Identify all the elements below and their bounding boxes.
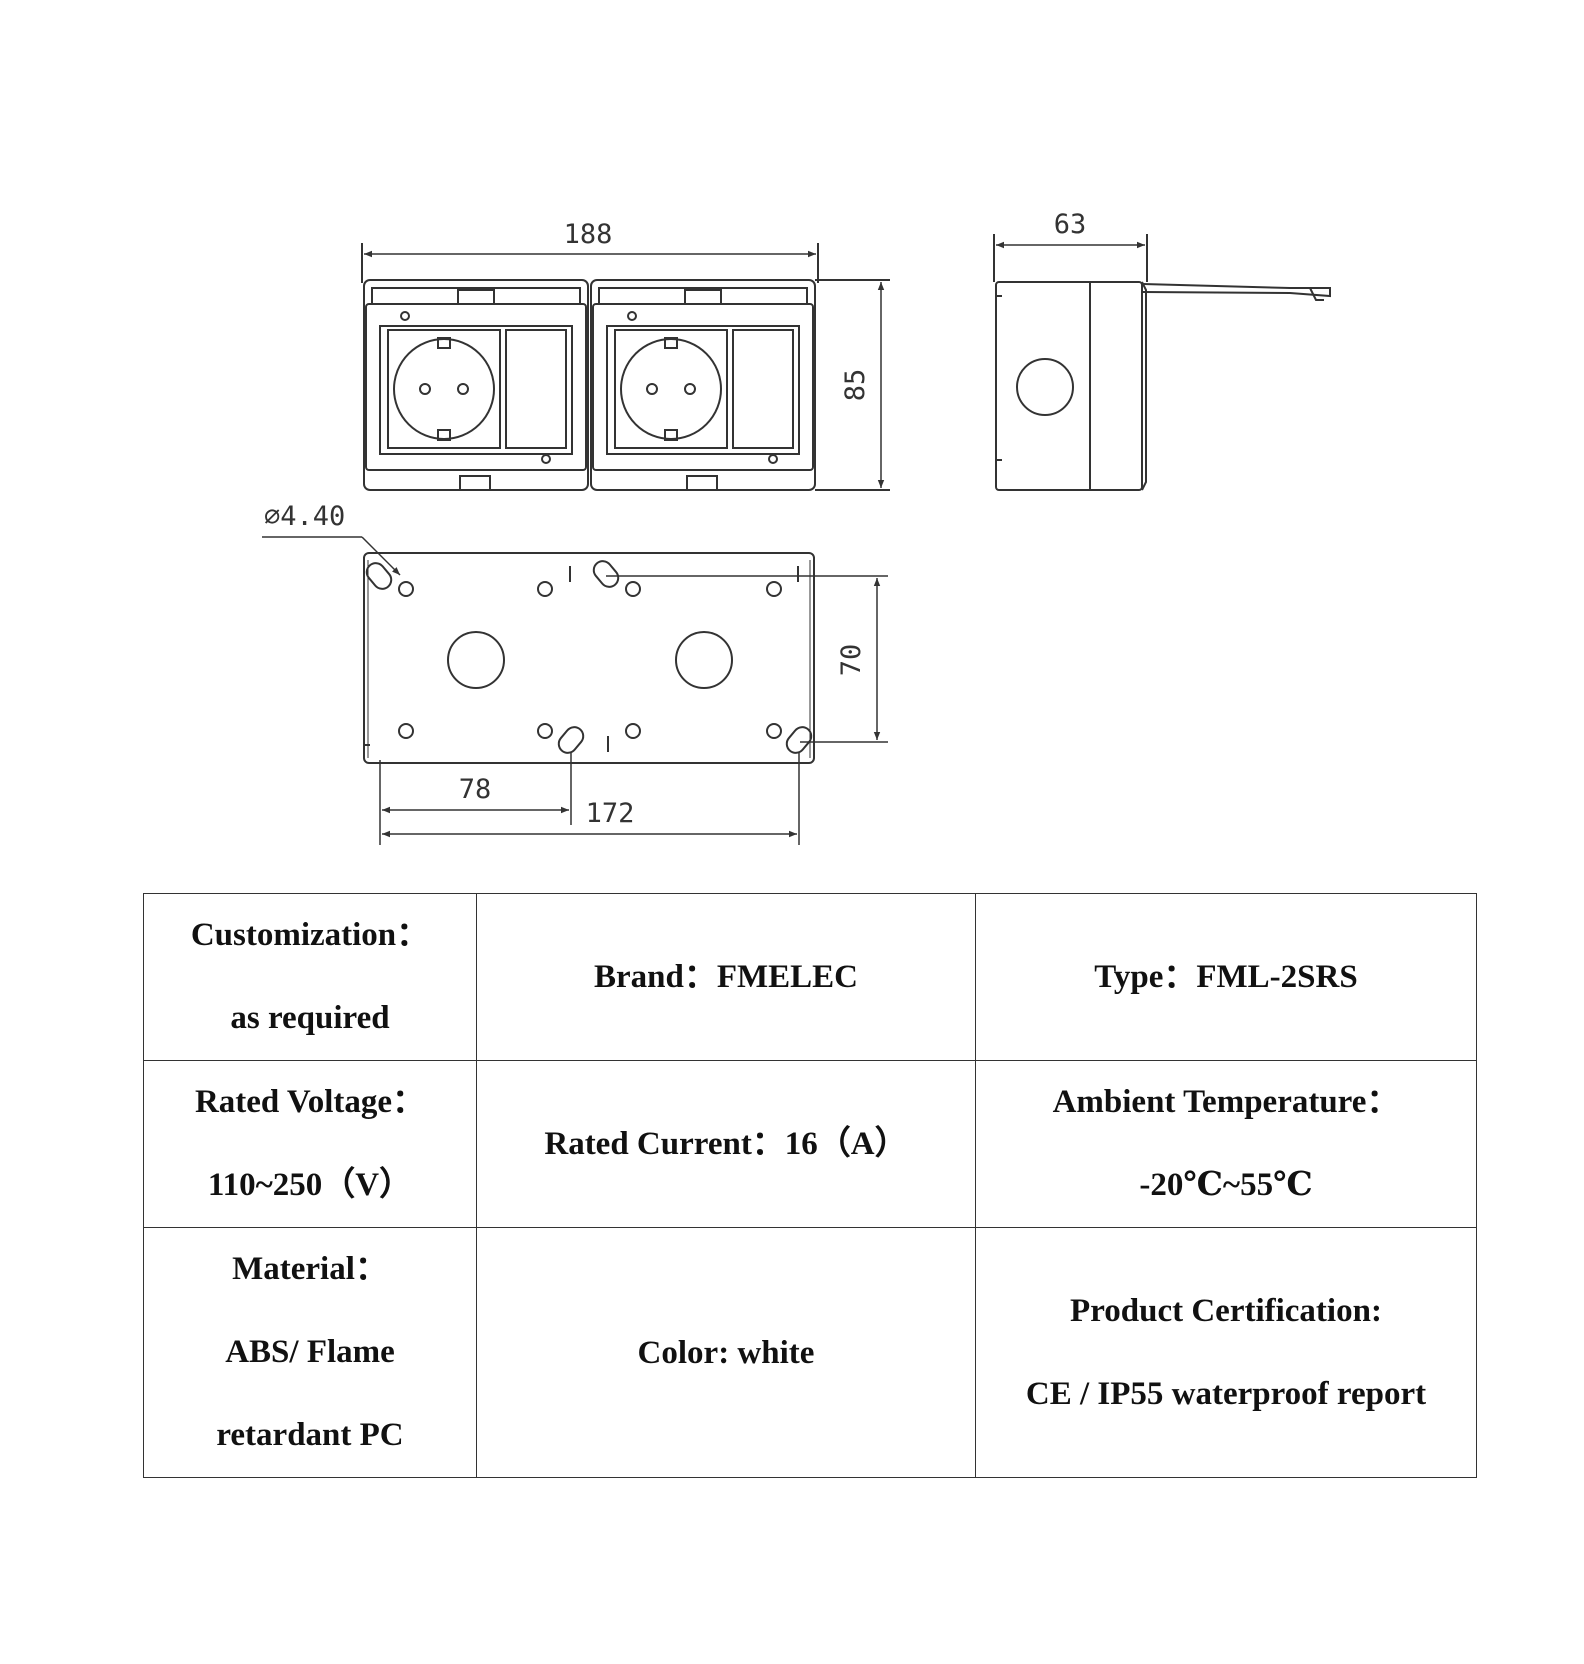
- spec-value: as required: [230, 1000, 390, 1036]
- spec-text: Type：FML-2SRS: [1094, 959, 1358, 995]
- spec-table: Customization： as required Brand：FMELEC …: [143, 893, 1477, 1478]
- spec-value: 110~250（V）: [207, 1167, 413, 1203]
- spec-cell-rated-current: Rated Current：16（A）: [476, 1060, 976, 1228]
- spec-cell-rated-voltage: Rated Voltage： 110~250（V）: [143, 1060, 477, 1228]
- spec-cell-material: Material： ABS/ Flame retardant PC: [143, 1227, 477, 1478]
- spec-value: ABS/ Flame: [225, 1334, 395, 1370]
- dim-mount-height: 70: [836, 644, 867, 677]
- spec-cell-color: Color: white: [476, 1227, 976, 1478]
- spec-label: Product Certification:: [1070, 1292, 1382, 1329]
- spec-value: CE / IP55 waterproof report: [1025, 1375, 1427, 1412]
- spec-value: retardant PC: [216, 1417, 404, 1453]
- spec-label: Material：: [232, 1251, 388, 1287]
- technical-drawing: 188 85 63 ∅4.40 70 78 172: [262, 209, 1331, 845]
- socket-unit-right: [590, 279, 816, 491]
- spec-text: Color: white: [637, 1334, 815, 1371]
- side-view: [993, 234, 1331, 491]
- spec-text: Brand：FMELEC: [593, 959, 859, 995]
- socket-unit-left: [363, 279, 589, 491]
- spec-label: Customization：: [190, 917, 430, 953]
- spec-cell-customization: Customization： as required: [143, 893, 477, 1061]
- spec-row: Customization： as required Brand：FMELEC …: [143, 893, 1477, 1061]
- spec-cell-brand: Brand：FMELEC: [476, 893, 976, 1061]
- spec-label: Ambient Temperature：: [1052, 1084, 1400, 1120]
- dim-front-width: 188: [564, 219, 613, 250]
- spec-cell-certification: Product Certification: CE / IP55 waterpr…: [975, 1227, 1477, 1478]
- dim-mount-width: 172: [586, 798, 635, 829]
- mounting-view: [262, 536, 888, 845]
- dim-hole-spacing: 78: [459, 774, 492, 805]
- spec-label: Rated Voltage：: [194, 1084, 426, 1120]
- dim-hole-diameter: ∅4.40: [264, 501, 345, 532]
- spec-text: Rated Current：16（A）: [544, 1126, 908, 1162]
- spec-cell-type: Type：FML-2SRS: [975, 893, 1477, 1061]
- dim-side-depth: 63: [1054, 209, 1087, 240]
- spec-row: Rated Voltage： 110~250（V） Rated Current：…: [143, 1060, 1477, 1228]
- spec-row: Material： ABS/ Flame retardant PC Color:…: [143, 1227, 1477, 1478]
- spec-cell-ambient-temperature: Ambient Temperature： -20℃~55℃: [975, 1060, 1477, 1228]
- spec-value: -20℃~55℃: [1139, 1167, 1313, 1203]
- front-view: [361, 243, 890, 491]
- dim-front-height: 85: [840, 369, 871, 402]
